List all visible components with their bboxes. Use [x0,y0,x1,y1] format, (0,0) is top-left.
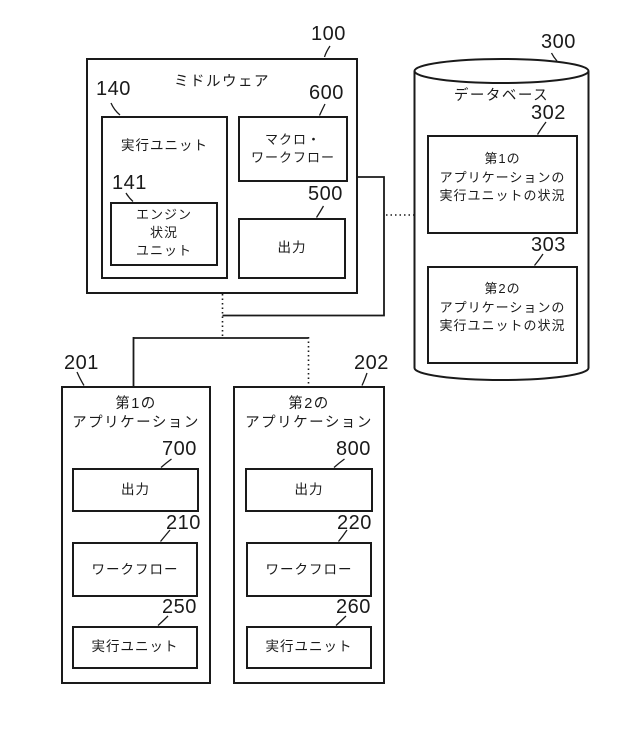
ref-100: 100 [311,23,346,45]
execution-unit-label: 実行ユニット [121,138,208,153]
ref-600: 600 [309,82,344,104]
application1-execution-unit-label: 実行ユニット [91,639,179,654]
db-record-app1-label: 第1の アプリケーションの 実行ユニットの状況 [439,151,566,203]
ref-220: 220 [337,512,372,534]
ref-260: 260 [336,596,371,618]
db-record-app2-label: 第2の アプリケーションの 実行ユニットの状況 [439,281,566,333]
ref-210: 210 [166,512,201,534]
application1-execution-unit-box [72,626,198,669]
ref-700: 700 [162,438,197,460]
ref-141: 141 [112,172,147,194]
application1-workflow-box [72,542,198,597]
application1-output-box [72,468,199,512]
application2-box [233,386,385,684]
ref-500: 500 [308,183,343,205]
ref-303: 303 [531,234,566,256]
leader-302 [536,121,547,135]
engine-status-unit-box [110,202,218,266]
application2-workflow-box [246,542,372,597]
db-record-app2-box [427,266,578,364]
leader-250 [157,615,169,626]
leader-202 [361,372,368,386]
cylinder-top-ellipse [413,58,590,84]
db-record-app1-box [427,135,578,234]
leader-201 [76,371,85,386]
macro-workflow-box [238,116,348,182]
application1-box [61,386,211,684]
leader-220 [337,529,348,542]
ref-800: 800 [336,438,371,460]
ref-202: 202 [354,352,389,374]
application1-output-label: 出力 [121,482,150,497]
middleware-right-connector [222,176,385,317]
application2-execution-unit-label: 実行ユニット [265,639,353,654]
leader-100 [323,45,331,58]
middleware-box [86,58,358,294]
middleware-output-box [238,218,346,279]
leader-600 [318,103,326,116]
leader-700 [160,458,172,468]
ref-300: 300 [541,31,576,53]
application1-workflow-label: ワークフロー [91,562,179,577]
leader-141 [125,192,134,202]
application2-output-box [245,468,373,512]
ref-140: 140 [96,78,131,100]
leader-140 [110,102,121,116]
ref-201: 201 [64,352,99,374]
engine-status-unit-label: エンジン 状況 ユニット [135,207,192,258]
ref-302: 302 [531,102,566,124]
database-cylinder-shape [413,58,590,381]
application1-title: 第1の アプリケーション [72,396,200,431]
middleware-title: ミドルウェア [174,74,270,90]
application2-workflow-label: ワークフロー [265,562,353,577]
leader-260 [335,615,347,626]
leader-lines [76,45,558,626]
leader-210 [159,529,171,542]
leader-800 [333,458,345,468]
execution-unit-box [101,116,228,279]
application2-execution-unit-box [246,626,372,669]
leader-300 [550,52,558,62]
leader-303 [533,253,544,266]
middleware-output-label: 出力 [277,240,307,255]
leader-500 [315,205,325,218]
macro-workflow-label: マクロ・ ワークフロー [250,132,335,165]
ref-250: 250 [162,596,197,618]
application2-output-label: 出力 [294,482,324,497]
database-title: データベース [453,88,550,104]
application2-title: 第2の アプリケーション [245,396,373,431]
cylinder-body [413,71,590,381]
